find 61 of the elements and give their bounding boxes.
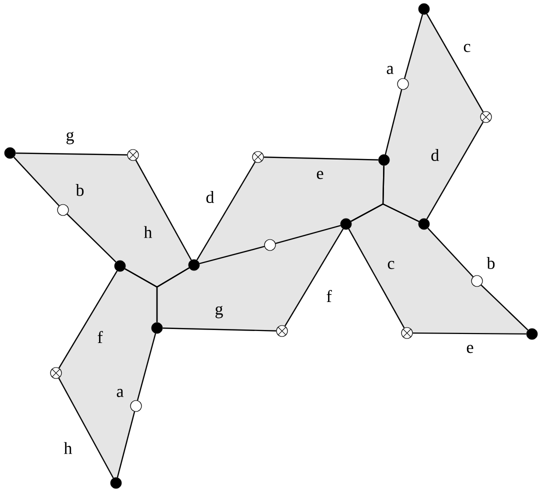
graph-edge: [275, 224, 341, 244]
graph-edge: [348, 228, 405, 328]
graph-edge: [426, 14, 484, 112]
edge-letter: c: [388, 260, 394, 270]
graph-edge: [384, 89, 402, 155]
crossed-vertex: [50, 367, 62, 379]
graph-edge: [196, 162, 256, 260]
open-vertex: [130, 400, 142, 412]
dot-vertex: [340, 218, 352, 230]
edge-letter: c: [464, 44, 470, 52]
graph-edge: [58, 270, 118, 368]
edge-letter: h: [144, 226, 152, 238]
graph-edge: [162, 328, 276, 332]
open-vertex: [264, 239, 276, 251]
edge-letter: b: [76, 184, 84, 196]
crossed-vertex: [401, 327, 413, 339]
dot-vertex: [4, 147, 16, 159]
graph-edge: [66, 214, 116, 262]
graph-edge: [136, 333, 156, 401]
open-vertex: [397, 78, 409, 90]
graph-edge: [13, 156, 60, 206]
graph-edge: [116, 411, 136, 478]
crossed-vertex: [480, 111, 492, 123]
edge-letter: f: [326, 290, 332, 302]
edge-letter: g: [216, 306, 223, 318]
open-vertex: [57, 204, 69, 216]
edge-letter: a: [116, 388, 124, 398]
edge-letter: f: [98, 331, 103, 343]
dot-vertex: [114, 260, 126, 272]
edge-letter: d: [431, 149, 440, 161]
edge-letter: e: [316, 170, 324, 180]
graph-edge: [284, 228, 344, 326]
edge-letter: a: [386, 66, 394, 74]
edge-letter: g: [66, 132, 74, 144]
graph-edge: [427, 228, 474, 278]
graph-edge: [382, 166, 420, 222]
crossed-vertex: [276, 325, 288, 337]
dot-vertex: [110, 477, 122, 489]
edge-letter: e: [466, 344, 474, 354]
graph-edge: [16, 152, 128, 156]
dot-vertex: [378, 154, 390, 166]
graph-edge: [156, 267, 190, 322]
open-vertex: [471, 275, 483, 287]
dot-vertex: [188, 259, 200, 271]
edge-letter: d: [206, 191, 214, 203]
dot-vertex: [418, 218, 430, 230]
crossed-vertex: [127, 149, 139, 161]
graph-edge: [404, 14, 424, 79]
dot-vertex: [418, 3, 430, 15]
edge-letter: h: [64, 442, 72, 454]
crossed-vertex: [252, 151, 264, 163]
graph-edge: [199, 246, 265, 264]
graph-edge: [480, 284, 528, 330]
dot-vertex: [151, 322, 163, 334]
edge-letter: b: [486, 257, 495, 269]
graph-edge: [58, 378, 114, 478]
graph-edge: [412, 332, 526, 335]
graph-edge: [135, 160, 192, 260]
graph-edge: [426, 122, 484, 220]
graph-edge: [264, 156, 378, 160]
dot-vertex: [526, 328, 538, 340]
